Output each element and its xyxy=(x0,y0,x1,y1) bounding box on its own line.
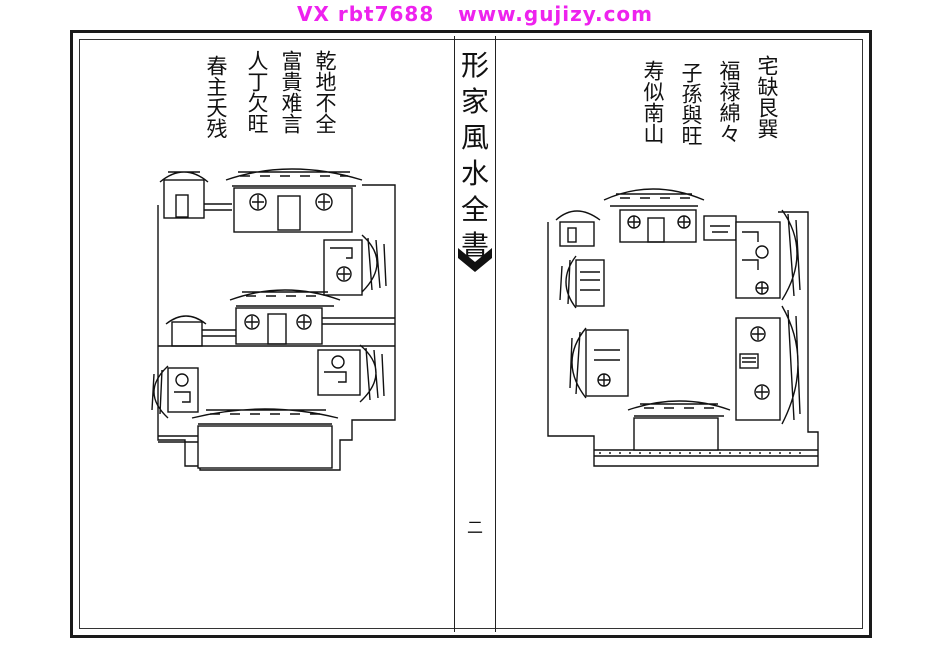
verse-line: 乾地不全 xyxy=(313,50,337,134)
title-char: 全 xyxy=(460,193,489,226)
right-verse-col-3: 子孫與旺 xyxy=(679,62,704,146)
watermark-text: VX rbt7688 www.gujizy.com xyxy=(296,2,654,26)
verse-line: 子孫與旺 xyxy=(679,62,703,146)
verse-line: 宅缺艮巽 xyxy=(755,55,779,139)
page-number: 二 xyxy=(466,518,483,537)
verse-line: 人丁欠旺 xyxy=(245,50,269,134)
book-page-frame xyxy=(70,30,872,638)
spine-chevron-mark xyxy=(458,248,492,272)
title-char: 風 xyxy=(460,121,489,154)
left-house-plan xyxy=(151,168,396,471)
right-house-plan xyxy=(547,188,819,467)
verse-line: 富貴难言 xyxy=(279,50,303,134)
verse-line: 寿似南山 xyxy=(641,60,665,144)
title-char: 形 xyxy=(460,49,489,82)
right-verse-col-2: 福禄綿々 xyxy=(717,60,742,144)
right-verse-col-4: 寿似南山 xyxy=(641,60,666,144)
verse-line: 春主夭残 xyxy=(204,55,228,139)
left-verse-col-4: 春主夭残 xyxy=(204,55,229,139)
left-verse-col-3: 人丁欠旺 xyxy=(245,50,270,134)
title-char: 水 xyxy=(460,157,489,190)
verse-line: 福禄綿々 xyxy=(717,60,741,144)
title-char: 家 xyxy=(460,85,489,118)
left-verse-col-1: 乾地不全 xyxy=(313,50,338,134)
right-verse-col-1: 宅缺艮巽 xyxy=(755,55,780,139)
left-verse-col-2: 富貴难言 xyxy=(279,50,304,134)
page-inner-border xyxy=(79,39,863,629)
